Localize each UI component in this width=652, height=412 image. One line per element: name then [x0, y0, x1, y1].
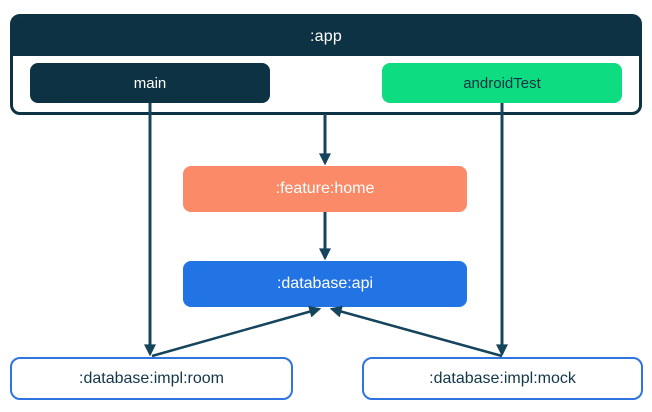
module-database-impl-mock-label: :database:impl:mock: [429, 369, 576, 387]
module-database-impl-mock: :database:impl:mock: [362, 357, 643, 400]
module-database-api-label: :database:api: [276, 275, 374, 292]
source-set-main-label: main: [133, 74, 167, 92]
source-set-androidtest: androidTest: [382, 63, 622, 103]
app-module-header: :app: [13, 17, 639, 56]
source-set-androidtest-label: androidTest: [463, 74, 541, 92]
module-database-impl-room: :database:impl:room: [10, 357, 293, 400]
source-set-main: main: [30, 63, 270, 103]
arrow-impl-room-to-database-api: [151, 305, 322, 358]
module-feature-home-label: :feature:home: [275, 180, 375, 197]
arrow-impl-mock-to-database-api: [329, 305, 503, 358]
module-database-impl-room-label: :database:impl:room: [79, 369, 224, 387]
app-module-label: :app: [310, 27, 342, 45]
module-database-api: :database:api: [183, 261, 467, 307]
module-feature-home: :feature:home: [183, 166, 467, 212]
app-module-container: :app main androidTest: [10, 14, 642, 115]
